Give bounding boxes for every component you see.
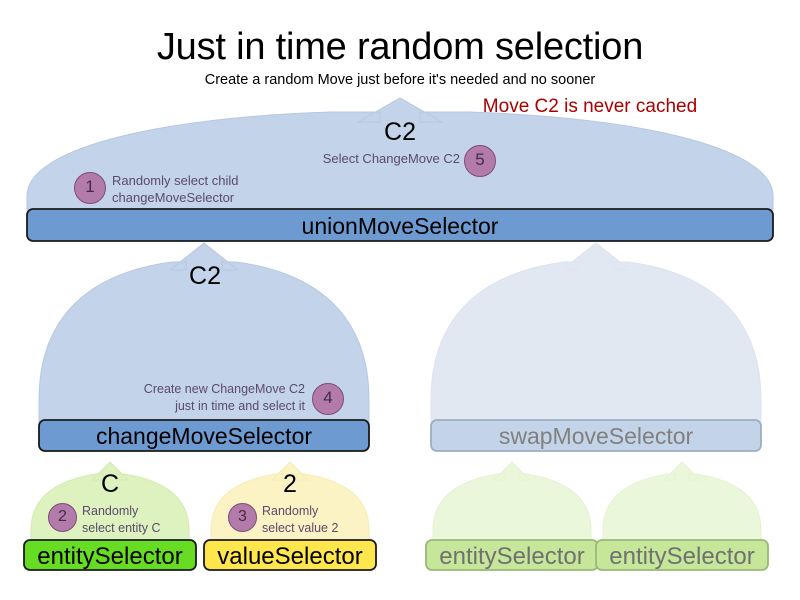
step-4-text-line1: Create new ChangeMove C2 <box>143 382 305 396</box>
step-5-text: Select ChangeMove C2 <box>322 151 460 166</box>
warning-note: Move C2 is never cached <box>482 96 698 117</box>
label-entity-selector-right-2: entitySelector <box>609 543 755 570</box>
funnel-change-move-selector <box>38 242 370 423</box>
funnel-entity-selector-right-1 <box>432 461 592 544</box>
bar-swap-move-selector[interactable] <box>430 419 762 452</box>
step-4-text-line2: just in time and select it <box>175 399 305 413</box>
payload-label-entity-funnel: C <box>100 470 120 498</box>
payload-label-change-funnel: C2 <box>189 262 221 290</box>
step-3-badge: 3 <box>228 503 257 532</box>
leaf-entity-selector-right-2[interactable] <box>595 539 769 571</box>
label-entity-selector-right-1: entitySelector <box>439 543 585 570</box>
bar-union-move-selector[interactable] <box>26 208 774 242</box>
page-title: Just in time random selection <box>156 26 644 68</box>
step-2-text-line1: Randomly <box>82 504 139 518</box>
step-3-text-line2: select value 2 <box>262 521 339 535</box>
step-2-text-line2: select entity C <box>82 521 161 535</box>
funnel-swap-move-selector <box>430 242 762 423</box>
step-5-badge: 5 <box>464 145 496 177</box>
label-change-move-selector: changeMoveSelector <box>95 423 313 449</box>
label-entity-selector-left: entitySelector <box>37 543 183 570</box>
funnel-entity-selector-right-2 <box>602 461 762 544</box>
funnel-union-top <box>26 97 774 211</box>
label-swap-move-selector: swapMoveSelector <box>498 423 694 449</box>
page-subtitle: Create a random Move just before it's ne… <box>204 72 596 88</box>
payload-label-top: C2 <box>384 118 416 146</box>
step-1-text-line2: changeMoveSelector <box>112 190 235 205</box>
label-union-move-selector: unionMoveSelector <box>301 213 499 239</box>
payload-label-value-funnel: 2 <box>283 470 297 498</box>
step-4-badge: 4 <box>312 383 344 415</box>
step-3-text-line1: Randomly <box>262 504 319 518</box>
bar-change-move-selector[interactable] <box>38 419 370 452</box>
leaf-value-selector[interactable] <box>203 539 377 571</box>
label-value-selector: valueSelector <box>217 543 363 570</box>
leaf-entity-selector-left[interactable] <box>23 539 197 571</box>
step-1-badge: 1 <box>74 172 106 204</box>
step-2-badge: 2 <box>48 503 77 532</box>
step-1-text-line1: Randomly select child <box>112 173 239 188</box>
